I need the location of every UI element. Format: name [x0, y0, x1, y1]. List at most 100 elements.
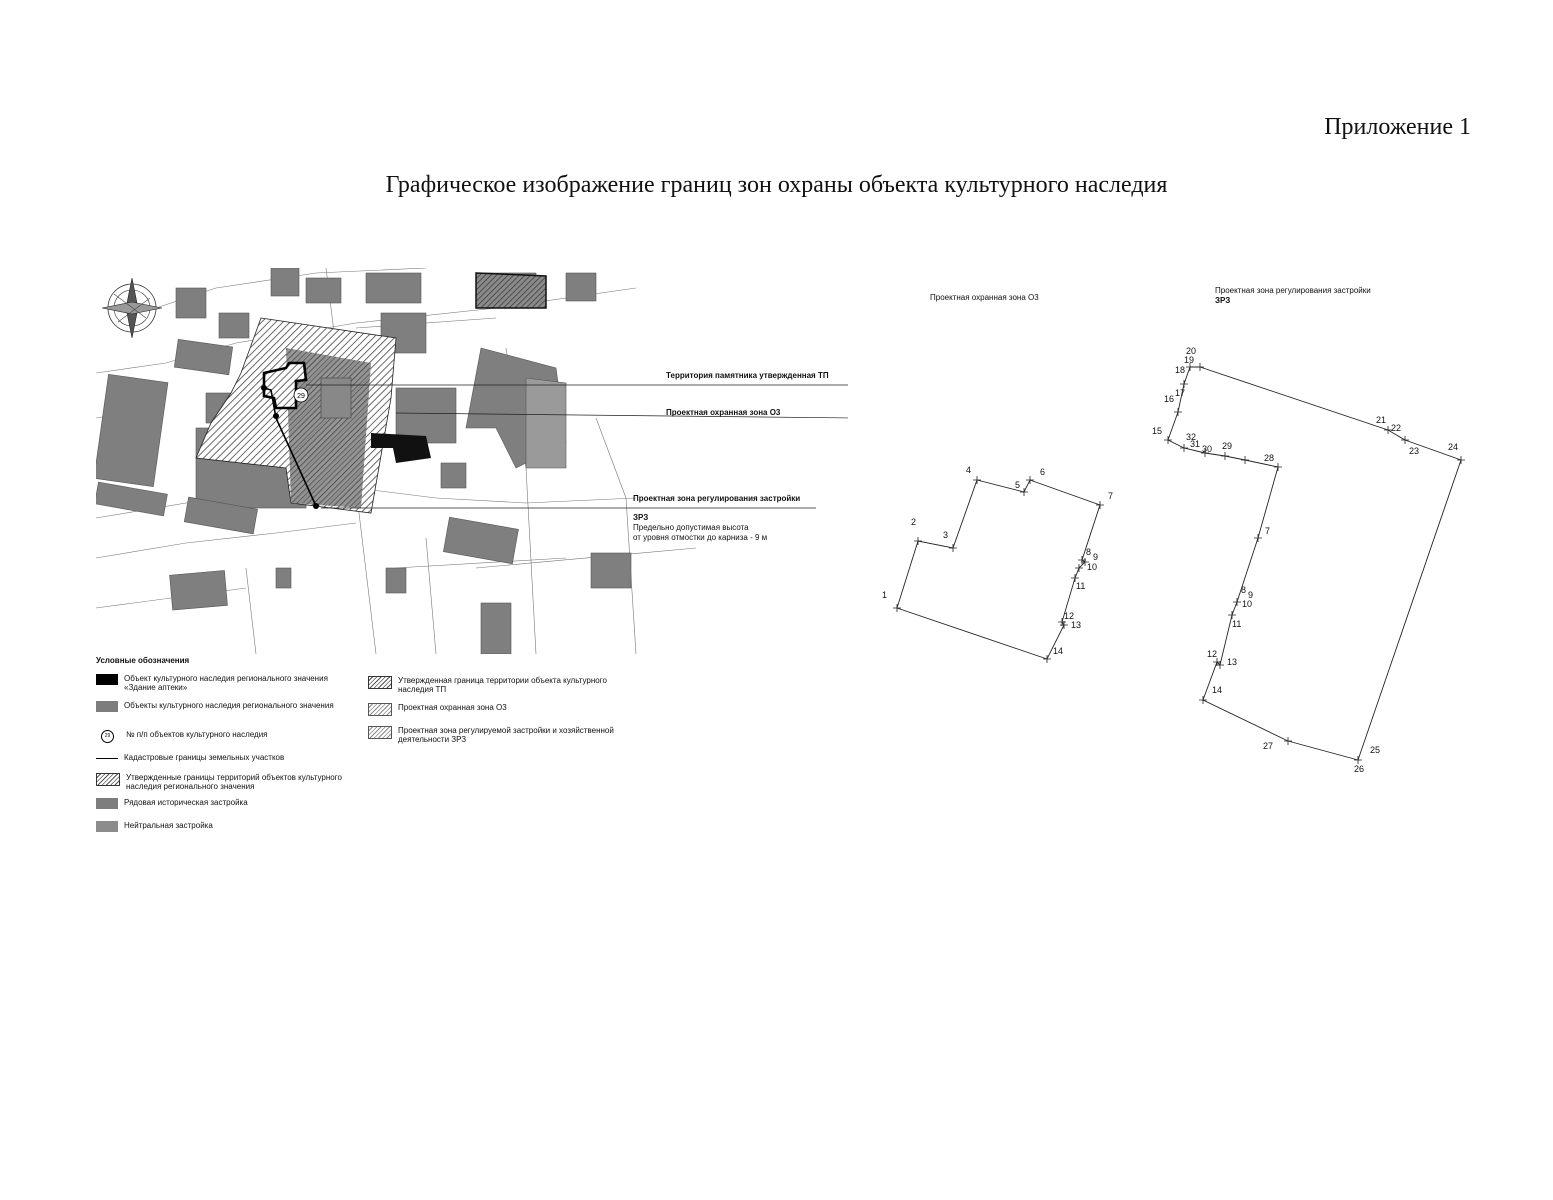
plan-zrz-vertex-11 — [1233, 598, 1241, 606]
site-map-drawing: 29 — [96, 268, 848, 654]
plan-zrz-vertex-label: 28 — [1264, 453, 1274, 463]
plan-o3-vertex-label: 14 — [1053, 646, 1063, 656]
plan-zrz-vertex-label: 29 — [1222, 441, 1232, 451]
plan-zrz-vertex-14 — [1241, 456, 1249, 464]
legend-swatch — [368, 726, 392, 739]
plan-zrz-vertex-label: 20 — [1186, 346, 1196, 356]
plan-zrz-vertex-2 — [1384, 426, 1392, 434]
legend-swatch — [96, 758, 118, 759]
plan-zrz-vertex-label: 19 — [1184, 355, 1194, 365]
callout-leaders — [306, 384, 848, 509]
plan-zrz-vertex-label: 31 — [1190, 439, 1200, 449]
legend-item-neutral-buildings: Нейтральная застройка — [96, 821, 354, 832]
monument-building — [371, 433, 431, 463]
plan-zrz-vertex-label: 21 — [1376, 415, 1386, 425]
plan-zrz-vertex-label: 7 — [1265, 526, 1270, 536]
plan-zrz-title: Проектная зона регулирования застройки З… — [1215, 286, 1371, 305]
legend-swatch — [96, 821, 118, 832]
plan-o3-vertex-label: 12 — [1064, 611, 1074, 621]
plan-zrz-vertex-label: 24 — [1448, 442, 1458, 452]
plan-zrz-vertex-label: 25 — [1370, 745, 1380, 755]
legend-swatch — [96, 798, 118, 809]
plan-zrz-vertex-1 — [1196, 363, 1204, 371]
legend-item-historic-buildings: Рядовая историческая застройка — [96, 798, 354, 809]
buildings — [96, 268, 632, 654]
plan-o3-vertex-label: 10 — [1087, 562, 1097, 572]
plan-o3-vertex-4 — [973, 476, 981, 484]
monument-number: 29 — [297, 393, 305, 400]
plan-zrz-vertex-label: 26 — [1354, 764, 1364, 774]
plan-zrz-vertex-label: 11 — [1232, 619, 1241, 629]
plan-o3-vertex-label: 4 — [966, 465, 971, 475]
plan-o3-outline — [896, 479, 1101, 660]
plan-zrz-vertex-label: 10 — [1242, 599, 1252, 609]
plan-zrz-vertex-9 — [1216, 661, 1224, 669]
plan-zrz-outline — [1167, 366, 1462, 761]
legend-swatch — [96, 773, 120, 786]
callout-zrz-note-2: от уровня отмостки до карниза - 9 м — [633, 533, 768, 542]
plan-o3-vertex-11 — [1071, 574, 1079, 582]
plan-o3-vertex-label: 1 — [882, 590, 887, 600]
plan-zrz-vertex-label: 30 — [1202, 444, 1212, 454]
plan-zrz-vertex-label: 32 — [1186, 432, 1196, 442]
legend-swatch — [96, 674, 118, 685]
plan-o3-vertex-label: 8 — [1086, 547, 1091, 557]
plan-zrz-vertex-17 — [1180, 444, 1188, 452]
plan-o3-vertex-10 — [1075, 564, 1083, 572]
plan-zrz-vertex-label: 16 — [1164, 394, 1174, 404]
legend-item-tp: Утвержденная граница территории объекта … — [368, 676, 628, 694]
site-map: 29 Территория памятника утвержденная ТП … — [96, 268, 848, 654]
plan-zrz-vertex-20 — [1180, 380, 1188, 388]
page-title: Графическое изображение границ зон охран… — [385, 172, 1168, 198]
plan-zrz-vertex-label: 17 — [1175, 388, 1185, 398]
plan-o3-vertex-1 — [893, 604, 901, 612]
plan-o3-vertex-label: 6 — [1040, 467, 1045, 477]
plan-o3-vertex-label: 9 — [1093, 552, 1098, 562]
plan-o3-title: Проектная охранная зона О3 — [930, 293, 1039, 302]
plan-o3-vertex-label: 5 — [1015, 480, 1020, 490]
plan-zrz-vertex-19 — [1174, 408, 1182, 416]
plan-zrz-vertex-label: 12 — [1207, 649, 1217, 659]
callout-zrz-note-1: Предельно допустимая высота — [633, 523, 749, 532]
plan-zrz-vertex-15 — [1221, 452, 1229, 460]
plan-o3-vertex-label: 3 — [943, 530, 948, 540]
plan-zrz-vertex-3 — [1401, 436, 1409, 444]
plan-o3-vertex-2 — [914, 537, 922, 545]
plan-zrz-vertex-label: 14 — [1212, 685, 1222, 695]
plan-zrz-vertex-label: 8 — [1241, 585, 1246, 595]
callout-tp: Территория памятника утвержденная ТП — [666, 371, 829, 380]
plan-zrz-vertex-4 — [1457, 456, 1465, 464]
callout-zrz-code: ЗРЗ — [633, 513, 649, 522]
plan-o3-vertex-5 — [1020, 488, 1028, 496]
plan-zrz-vertex-label: 27 — [1263, 741, 1273, 751]
plan-o3-vertex-label: 2 — [911, 517, 916, 527]
plan-zrz-vertex-6 — [1284, 737, 1292, 745]
appendix-label: Приложение 1 — [1324, 114, 1471, 140]
legend-number-circle: 29 — [101, 730, 114, 743]
plan-o3-vertex-label: 7 — [1108, 491, 1113, 501]
plan-zrz-vertex-label: 18 — [1175, 365, 1185, 375]
legend-swatch — [368, 676, 392, 689]
plan-zrz-vertex-18 — [1164, 436, 1172, 444]
map-legend: Условные обозначения Объект культурного … — [96, 656, 616, 846]
callout-zrz: Проектная зона регулирования застройки — [633, 494, 801, 503]
callout-o3: Проектная охранная зона О3 — [666, 408, 781, 417]
plan-o3-vertex-label: 13 — [1071, 620, 1081, 630]
plan-zrz-vertex-label: 23 — [1409, 446, 1419, 456]
plan-zrz-vertex-12 — [1254, 534, 1262, 542]
legend-item-zrz: Проектная зона регулируемой застройки и … — [368, 726, 628, 744]
plan-zrz-vertex-13 — [1274, 463, 1282, 471]
legend-item-o3: Проектная охранная зона О3 — [368, 703, 628, 716]
legend-swatch — [96, 701, 118, 712]
legend-swatch — [368, 703, 392, 716]
cadastral-boundary — [263, 387, 317, 507]
plan-zrz-vertex-5 — [1354, 756, 1362, 764]
compass-rose-icon — [101, 277, 163, 339]
legend-item-regional-objects: Объекты культурного наследия регионально… — [96, 701, 354, 712]
plan-zrz-vertex-21 — [1186, 363, 1194, 371]
plan-zrz-vertex-7 — [1199, 696, 1207, 704]
plan-zrz-vertex-label: 22 — [1391, 423, 1401, 433]
